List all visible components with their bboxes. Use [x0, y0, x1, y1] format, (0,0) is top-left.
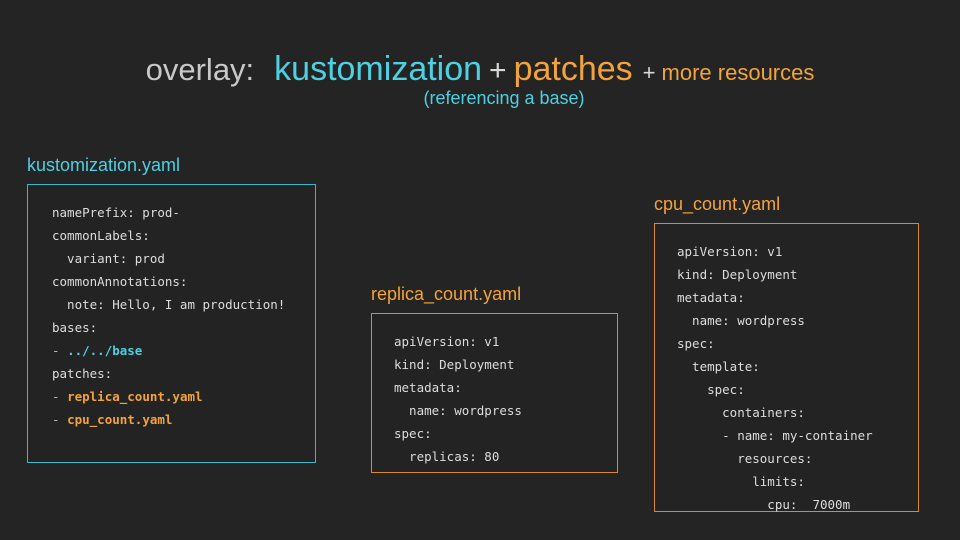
code-line: metadata:	[394, 380, 462, 395]
code-line: metadata:	[677, 290, 745, 305]
code-card-title: kustomization.yaml	[27, 155, 181, 175]
code-line: bases:	[52, 320, 98, 335]
heading-term-more-resources: more resources	[661, 60, 815, 85]
code-card-title: replica_count.yaml	[371, 284, 522, 304]
heading-label: overlay:	[145, 52, 255, 87]
slide-subtitle-text: (referencing a base)	[423, 88, 585, 108]
code-line: spec:	[394, 426, 432, 441]
code-line: - cpu_count.yaml	[52, 408, 315, 431]
code-line: commonAnnotations:	[52, 274, 188, 289]
code-highlighted-value: ../../base	[67, 343, 143, 358]
code-line: patches:	[52, 366, 113, 381]
code-list-dash: -	[52, 343, 68, 358]
heading-term-patches: patches	[513, 50, 633, 88]
slide-subtitle: (referencing a base)	[0, 88, 960, 109]
code-line: note: Hello, I am production!	[52, 297, 286, 312]
code-card-title: cpu_count.yaml	[654, 194, 781, 214]
code-line: name: wordpress	[677, 313, 805, 328]
code-line: variant: prod	[52, 251, 165, 266]
code-line: - name: my-container	[677, 428, 873, 443]
code-line: template:	[677, 359, 760, 374]
heading-plus-1: +	[489, 54, 507, 87]
code-line: containers:	[677, 405, 805, 420]
code-line: namePrefix: prod-	[52, 205, 180, 220]
code-line: - ../../base	[52, 339, 315, 362]
code-line: kind: Deployment	[394, 357, 515, 372]
code-highlighted-value: cpu_count.yaml	[67, 412, 173, 427]
code-card-body: namePrefix: prod-commonLabels: variant: …	[27, 184, 316, 463]
code-line: name: wordpress	[394, 403, 522, 418]
code-list-dash: -	[52, 389, 68, 404]
code-line: - replica_count.yaml	[52, 385, 315, 408]
code-line: resources:	[677, 451, 813, 466]
code-line: apiVersion: v1	[394, 334, 500, 349]
code-line: spec:	[677, 382, 745, 397]
code-card-cpu-count: cpu_count.yaml apiVersion: v1 kind: Deplo…	[654, 195, 919, 512]
code-line: commonLabels:	[52, 228, 150, 243]
code-line: limits:	[677, 474, 805, 489]
code-line: cpu: 7000m	[677, 497, 851, 512]
code-line: replicas: 80	[394, 449, 500, 464]
heading-plus-2: +	[642, 60, 656, 85]
code-highlighted-value: replica_count.yaml	[67, 389, 203, 404]
slide-heading: overlay:kustomization+patches+more resou…	[0, 50, 960, 89]
code-list-dash: -	[52, 412, 68, 427]
code-line: spec:	[677, 336, 715, 351]
heading-term-kustomization: kustomization	[274, 50, 483, 88]
code-card-replica-count: replica_count.yaml apiVersion: v1 kind: D…	[371, 285, 618, 473]
code-line: apiVersion: v1	[677, 244, 783, 259]
code-card-kustomization: kustomization.yaml namePrefix: prod-comm…	[27, 156, 316, 463]
code-line: kind: Deployment	[677, 267, 798, 282]
code-block: namePrefix: prod-commonLabels: variant: …	[52, 201, 315, 431]
